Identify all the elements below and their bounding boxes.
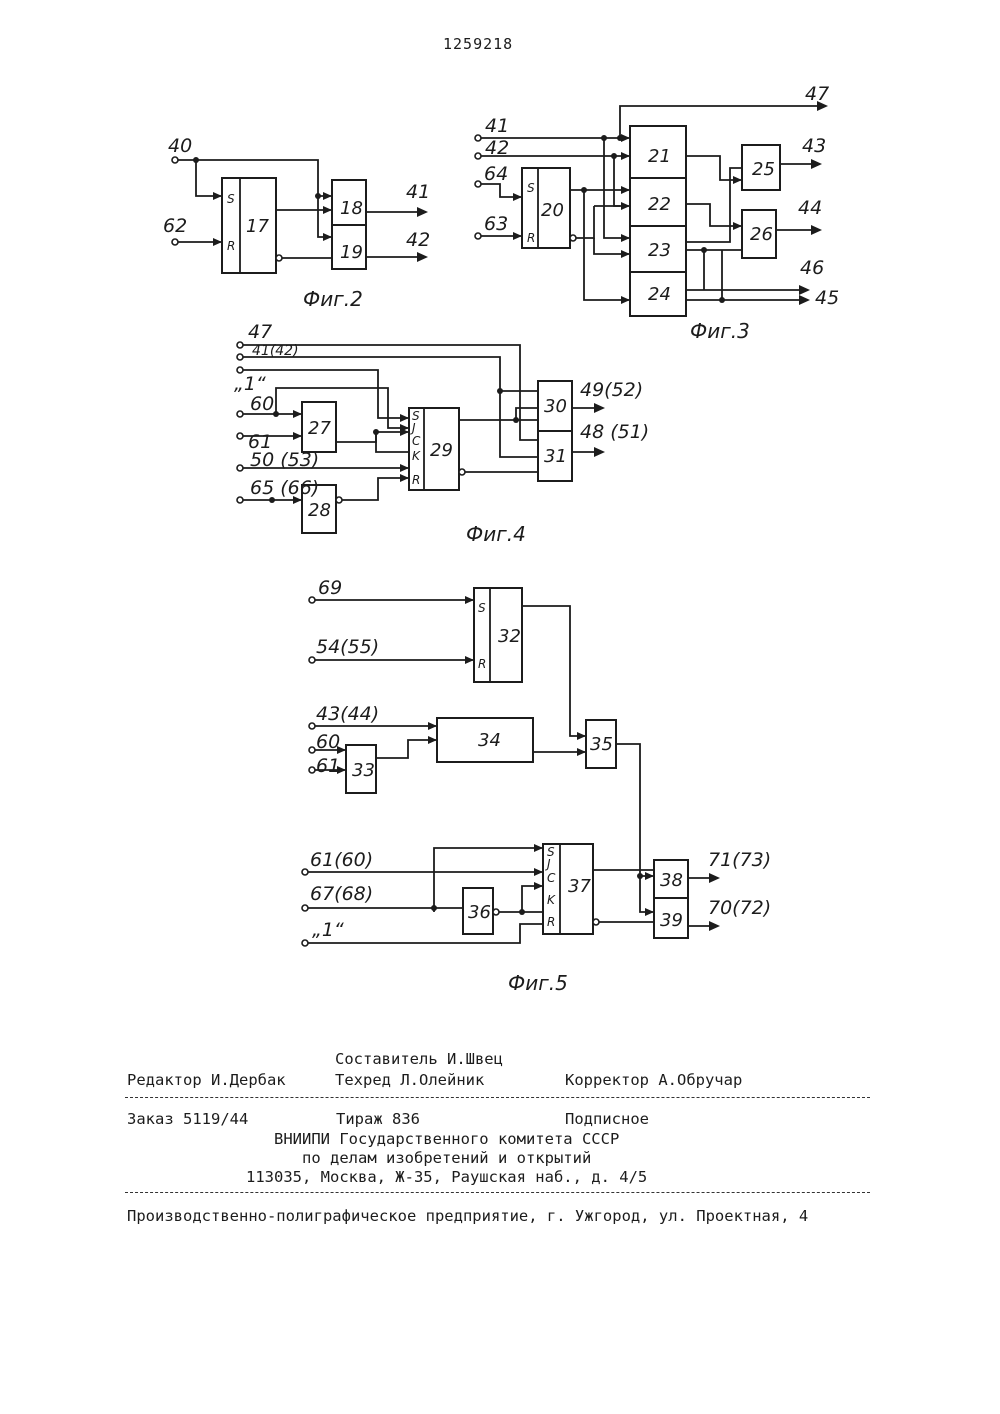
fig4-pin-k: K — [412, 449, 421, 463]
fig4-input-50-53: 50 (53) — [250, 449, 319, 471]
imprint-editor: Редактор И.Дербак — [127, 1071, 286, 1089]
fig3-label-25: 25 — [752, 159, 775, 180]
fig5-input-60: 60 — [316, 731, 340, 753]
fig4-pin-r: R — [412, 473, 420, 487]
fig2-label-17: 17 — [246, 216, 269, 237]
fig3-output-43: 43 — [802, 135, 826, 157]
fig3-output-45: 45 — [815, 287, 839, 309]
fig5-pin-37-k: K — [547, 893, 556, 907]
fig3-input-64: 64 — [484, 163, 508, 185]
fig5-label-36: 36 — [468, 902, 491, 923]
fig3-label-24: 24 — [648, 284, 671, 305]
fig4-label-27: 27 — [308, 418, 331, 439]
fig5-label-37: 37 — [568, 876, 591, 897]
fig4-input-65-66: 65 (66) — [250, 477, 319, 499]
fig2-input-40: 40 — [168, 135, 192, 157]
imprint-printer: Производственно-полиграфическое предприя… — [127, 1207, 808, 1225]
fig4-output-49-52: 49(52) — [580, 379, 643, 401]
fig5-input-43-44: 43(44) — [316, 703, 379, 725]
fig4-input-47: 47 — [248, 321, 272, 343]
imprint-address: 113035, Москва, Ж-35, Раушская наб., д. … — [246, 1168, 647, 1186]
figure-3: 41 42 64 63 47 43 44 46 45 20 21 22 23 2… — [475, 83, 839, 343]
fig3-output-47: 47 — [805, 83, 829, 105]
fig3-input-41: 41 — [485, 115, 509, 137]
fig5-caption: Фиг.5 — [508, 971, 568, 995]
fig4-input-1: „1“ — [234, 373, 266, 395]
imprint-org-line2: по делам изобретений и открытий — [302, 1149, 591, 1167]
imprint-subscription: Подписное — [565, 1110, 649, 1128]
figure-4: 47 41(42) „1“ 60 61 50 (53) 65 (66) 49(5… — [234, 321, 649, 546]
fig2-pin-s: S — [227, 192, 235, 206]
fig3-output-46: 46 — [800, 257, 824, 279]
fig3-pin-s: S — [527, 181, 535, 195]
fig2-output-42: 42 — [406, 229, 430, 251]
fig5-pin-32-s: S — [478, 601, 486, 615]
fig5-pin-37-c: C — [547, 871, 556, 885]
fig5-label-32: 32 — [498, 626, 521, 647]
fig3-label-26: 26 — [750, 224, 773, 245]
fig2-caption: Фиг.2 — [303, 287, 363, 311]
divider-bottom — [125, 1192, 870, 1193]
fig3-output-44: 44 — [798, 197, 822, 219]
fig4-label-31: 31 — [544, 446, 567, 467]
fig4-input-41-42: 41(42) — [252, 343, 299, 359]
fig4-caption: Фиг.4 — [466, 522, 526, 546]
imprint-order: Заказ 5119/44 — [127, 1110, 248, 1128]
fig5-output-70-72: 70(72) — [708, 897, 771, 919]
fig5-pin-37-r: R — [547, 915, 555, 929]
fig3-caption: Фиг.3 — [690, 319, 750, 343]
imprint-techred: Техред Л.Олейник — [335, 1071, 484, 1089]
fig3-pin-r: R — [527, 231, 535, 245]
imprint-corrector: Корректор А.Обручар — [565, 1071, 742, 1089]
fig4-pin-j: J — [410, 421, 416, 435]
fig5-label-35: 35 — [590, 734, 613, 755]
fig3-label-23: 23 — [648, 240, 671, 261]
fig5-label-33: 33 — [352, 760, 375, 781]
figure-5: 69 54(55) 43(44) 60 61 61(60) 67(68) „1“… — [302, 577, 771, 995]
fig4-input-60: 60 — [250, 393, 274, 415]
fig5-input-61: 61 — [316, 755, 340, 777]
fig4-pin-c: C — [412, 434, 421, 448]
fig5-input-1: „1“ — [312, 919, 344, 941]
fig4-output-48-51: 48 (51) — [580, 421, 649, 443]
fig2-label-19: 19 — [340, 242, 363, 263]
fig4-label-29: 29 — [430, 440, 453, 461]
imprint-org-line1: ВНИИПИ Государственного комитета СССР — [274, 1130, 619, 1148]
fig3-label-22: 22 — [648, 194, 671, 215]
fig5-input-54-55: 54(55) — [316, 636, 379, 658]
fig5-label-39: 39 — [660, 910, 683, 931]
fig4-label-28: 28 — [308, 500, 331, 521]
imprint-circulation: Тираж 836 — [336, 1110, 420, 1128]
fig5-pin-37-j: J — [545, 857, 551, 871]
divider-top — [125, 1097, 870, 1098]
fig4-label-30: 30 — [544, 396, 567, 417]
fig5-input-67-68: 67(68) — [310, 883, 373, 905]
fig5-label-34: 34 — [478, 730, 501, 751]
imprint-compiler: Составитель И.Швец — [335, 1050, 503, 1068]
fig5-output-71-73: 71(73) — [708, 849, 771, 871]
fig3-label-20: 20 — [541, 200, 564, 221]
fig5-input-61-60: 61(60) — [310, 849, 373, 871]
fig3-label-21: 21 — [648, 146, 671, 167]
fig3-input-63: 63 — [484, 213, 508, 235]
schematic-drawing: 40 62 41 42 17 18 19 S R Фиг.2 — [0, 0, 1000, 1010]
fig2-output-41: 41 — [406, 181, 430, 203]
fig5-label-38: 38 — [660, 870, 683, 891]
fig2-pin-r: R — [227, 239, 235, 253]
fig3-input-42: 42 — [485, 137, 509, 159]
figure-2: 40 62 41 42 17 18 19 S R Фиг.2 — [163, 135, 430, 311]
fig2-label-18: 18 — [340, 198, 363, 219]
fig2-input-62: 62 — [163, 215, 187, 237]
fig5-pin-32-r: R — [478, 657, 486, 671]
fig5-input-69: 69 — [318, 577, 342, 599]
